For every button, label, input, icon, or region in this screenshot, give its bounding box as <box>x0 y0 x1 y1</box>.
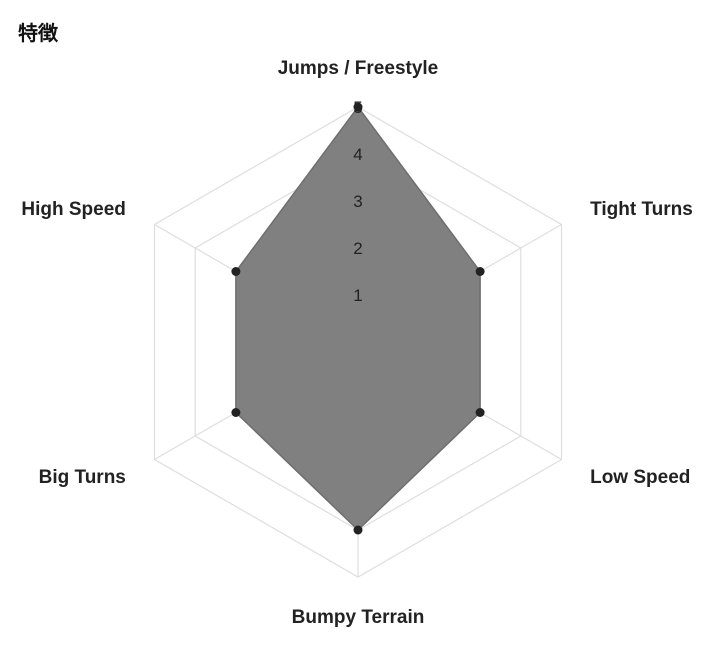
axis-label: Big Turns <box>39 467 126 488</box>
data-point-4 <box>353 525 363 535</box>
axis-label: Low Speed <box>590 467 690 488</box>
data-layer <box>231 102 485 535</box>
data-area <box>235 105 481 532</box>
tick-layer: 1 2 3 4 5 <box>353 98 362 305</box>
section-title: 特徴 <box>18 21 58 45</box>
axis-label: Tight Turns <box>590 199 693 220</box>
data-point-2 <box>475 267 485 276</box>
data-point-1 <box>353 102 363 112</box>
tick-label: 5 <box>353 98 362 117</box>
tick-label: 2 <box>353 239 362 258</box>
data-point-6 <box>231 267 241 276</box>
data-point-3 <box>475 408 485 417</box>
axis-label: High Speed <box>21 199 126 220</box>
tick-label: 3 <box>353 192 362 211</box>
axis-label: Jumps / Freestyle <box>278 58 439 79</box>
tick-label: 4 <box>353 145 362 164</box>
axis-label: Bumpy Terrain <box>292 607 425 628</box>
tick-label: 1 <box>353 286 362 305</box>
data-point-5 <box>231 408 241 417</box>
